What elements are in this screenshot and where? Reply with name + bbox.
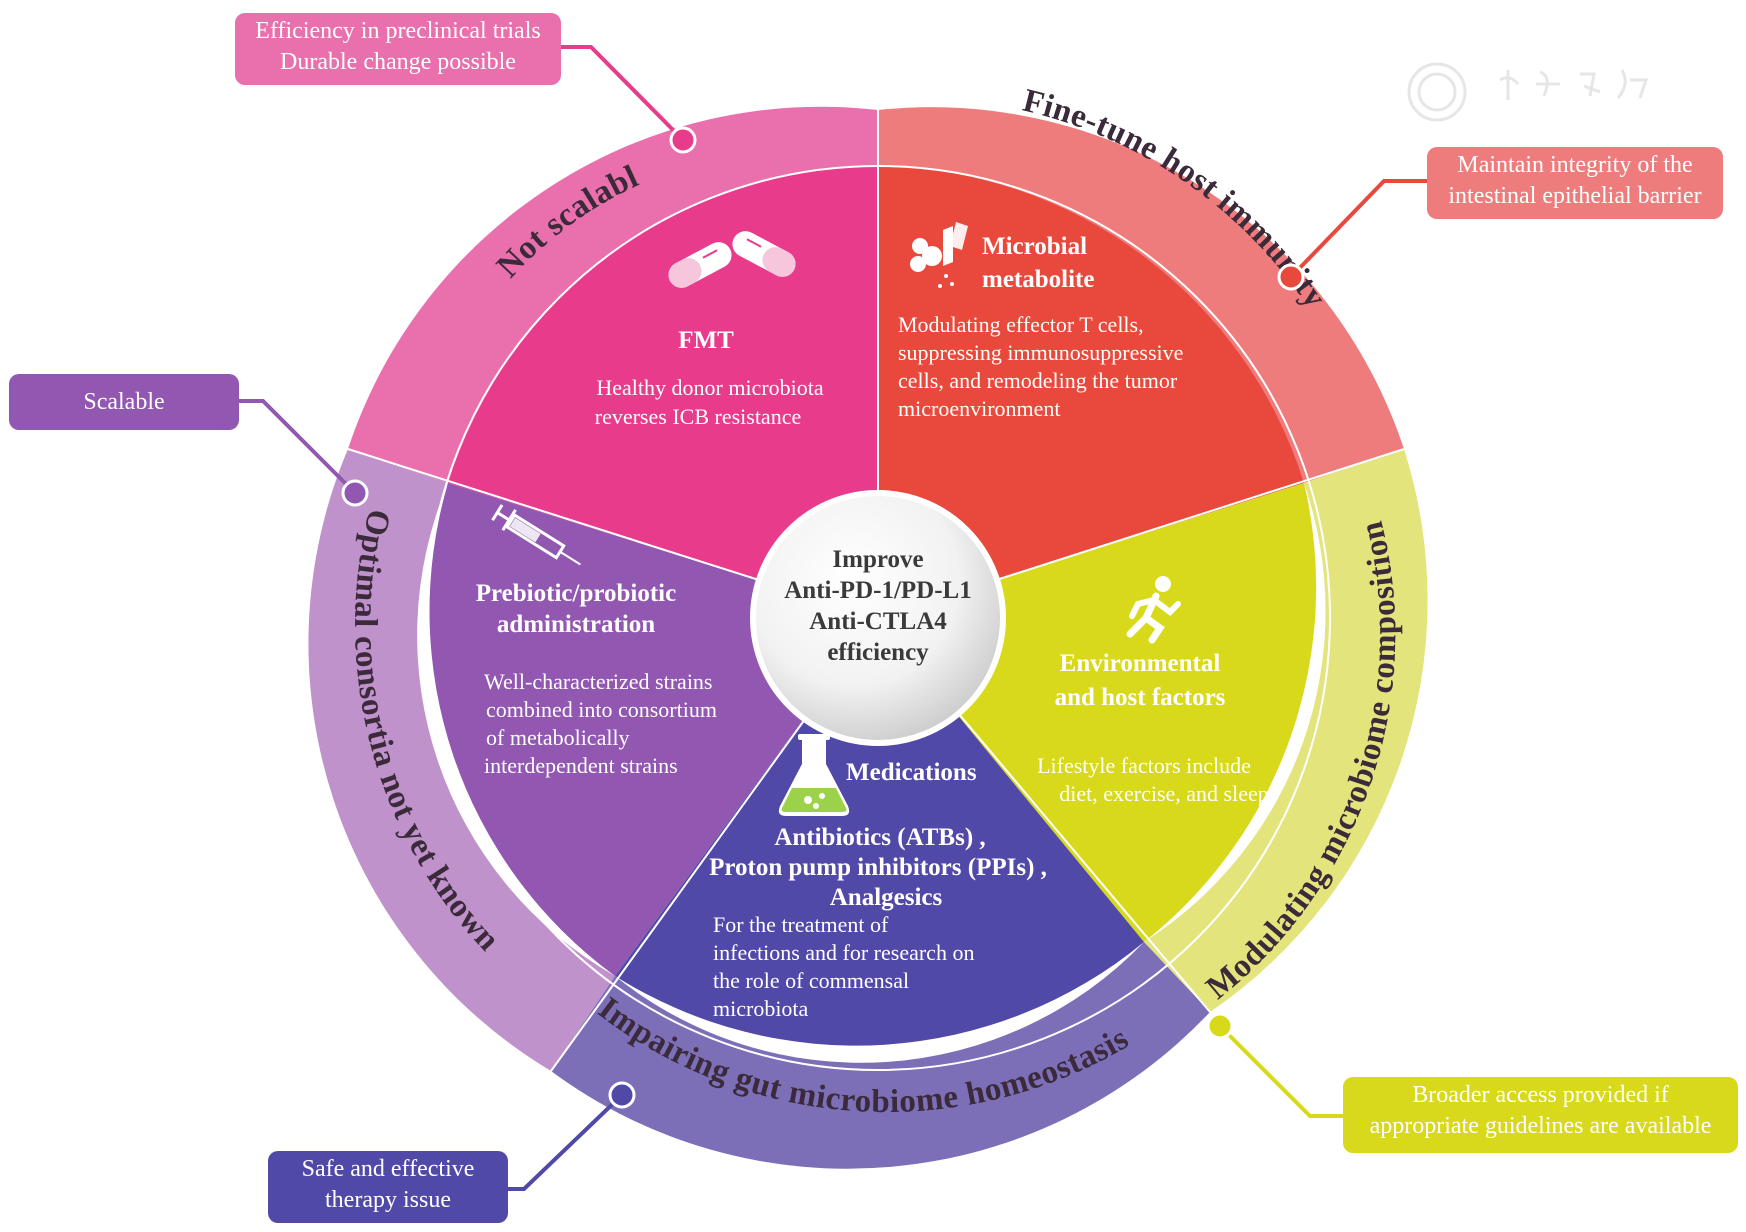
metabolite-title-2: metabolite (982, 266, 1094, 293)
medications-title: Medications (846, 759, 977, 786)
environment-body-1: Lifestyle factors include (1037, 753, 1251, 778)
runner-icon (1126, 576, 1181, 644)
callout-metabolite: Maintain integrity of the intestinal epi… (1427, 147, 1723, 219)
probiotic-title-1: Prebiotic/probiotic (476, 580, 676, 607)
metabolite-icon (910, 222, 968, 288)
connector-probiotic (239, 399, 357, 495)
fmt-title: FMT (678, 327, 734, 354)
ring-sector-left (308, 449, 615, 1071)
callout-medications-line-1: Safe and effective (301, 1156, 475, 1182)
fmt-body-2: reverses ICB resistance (595, 404, 801, 429)
metabolite-body-2: suppressing immunosuppressive (898, 340, 1183, 365)
callout-probiotic: Scalable (9, 374, 239, 430)
callout-environment-line-2: appropriate guidelines are available (1369, 1113, 1712, 1139)
callout-probiotic-line-1: Scalable (83, 389, 165, 415)
center-circle (750, 490, 1006, 746)
center-line-3: Anti-CTLA4 (809, 608, 947, 635)
medications-subtitle-2: Proton pump inhibitors (PPIs) , (709, 854, 1047, 881)
metabolite-body-1: Modulating effector T cells, (898, 312, 1144, 337)
flask-icon (778, 734, 850, 816)
segment-medications (615, 618, 1144, 1046)
probiotic-body-4: interdependent strains (484, 753, 678, 778)
connector-metabolite (1289, 179, 1427, 279)
medications-body-2: infections and for research on (713, 940, 974, 965)
watermark-seal-icon (1407, 62, 1649, 122)
center-line-4: efficiency (827, 639, 929, 666)
metabolite-body-4: microenvironment (898, 396, 1061, 421)
metabolite-title-1: Microbial (982, 233, 1087, 260)
callout-environment-line-1: Broader access provided if (1412, 1082, 1669, 1108)
segment-fmt (448, 166, 878, 618)
connector-medications (508, 1093, 624, 1191)
medications-subtitle-1: Antibiotics (ATBs) , (774, 824, 985, 851)
environment-title-2: and host factors (1055, 684, 1226, 711)
capsule-icon (668, 231, 796, 288)
environment-body-2: diet, exercise, and sleep (1059, 781, 1269, 806)
callout-metabolite-line-1: Maintain integrity of the (1457, 152, 1693, 178)
medications-subtitle-3: Analgesics (830, 884, 943, 911)
fmt-body-1: Healthy donor microbiota (596, 375, 824, 400)
callout-fmt-line-1: Efficiency in preclinical trials (255, 18, 541, 44)
connector-fmt (561, 45, 685, 142)
probiotic-body-3: of metabolically (486, 725, 630, 750)
syringe-icon (491, 504, 581, 566)
callout-metabolite-line-2: intestinal epithelial barrier (1448, 183, 1702, 209)
callout-medications: Safe and effective therapy issue (268, 1151, 508, 1223)
callout-fmt: Efficiency in preclinical trials Durable… (235, 13, 561, 85)
probiotic-body-2: combined into consortium (486, 697, 717, 722)
medications-body-4: microbiota (713, 996, 809, 1021)
callout-environment: Broader access provided if appropriate g… (1343, 1077, 1738, 1153)
medications-body-3: the role of commensal (713, 968, 909, 993)
callout-medications-line-2: therapy issue (325, 1187, 451, 1213)
medications-body-1: For the treatment of (713, 912, 889, 937)
ring-sector-right (1144, 449, 1428, 1012)
probiotic-body-1: Well-characterized strains (484, 669, 713, 694)
connector-dots (341, 126, 1305, 1109)
segment-metabolite (878, 166, 1304, 618)
probiotic-title-2: administration (497, 611, 655, 638)
center-line-1: Improve (832, 546, 923, 573)
callout-fmt-line-2: Durable change possible (280, 49, 516, 75)
connector-environment (1218, 1024, 1343, 1118)
environment-title-1: Environmental (1060, 650, 1221, 677)
metabolite-body-3: cells, and remodeling the tumor (898, 368, 1178, 393)
callout-connectors (239, 45, 1427, 1191)
center-line-2: Anti-PD-1/PD-L1 (784, 577, 971, 604)
ring-sector-bottom (551, 942, 1210, 1169)
